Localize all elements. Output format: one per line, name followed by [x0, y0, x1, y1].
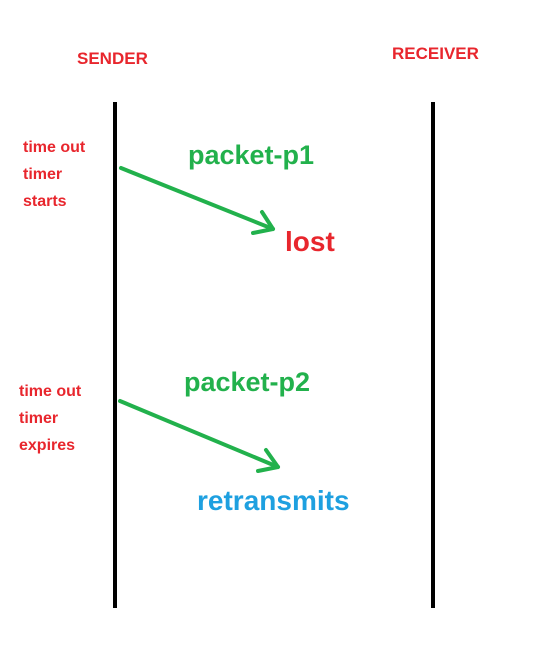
lost-label: lost: [285, 226, 335, 257]
timer-expire-note-line: timer: [19, 410, 59, 427]
retransmits-label: retransmits: [197, 485, 350, 516]
receiver-label: RECEIVER: [392, 44, 479, 63]
sender-label: SENDER: [77, 49, 148, 68]
packet-p2-label: packet-p2: [184, 367, 311, 397]
timer-start-note: time out timer starts: [23, 134, 85, 215]
timer-expire-note-line: expires: [19, 437, 76, 454]
timer-expire-note: time out timer expires: [19, 378, 81, 459]
timer-start-note-line: timer: [23, 166, 63, 183]
packet-p1-label: packet-p1: [188, 140, 315, 170]
timer-start-note-line: time out: [23, 139, 86, 156]
packet-p1-arrow: [119, 166, 275, 235]
packet-p2-arrow: [118, 399, 280, 473]
timer-expire-note-line: time out: [19, 383, 82, 400]
timer-start-note-line: starts: [23, 193, 67, 210]
